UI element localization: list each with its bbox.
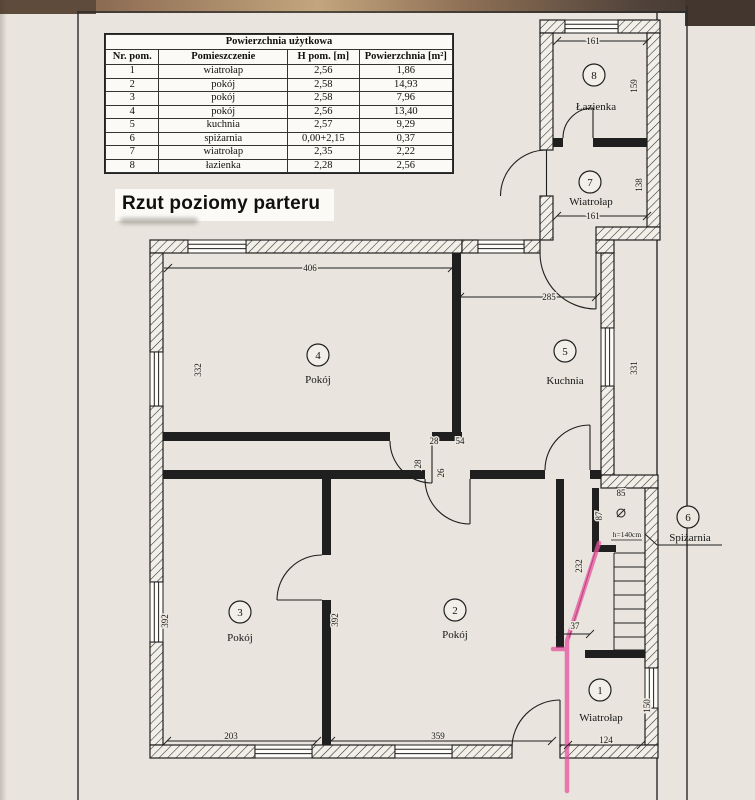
room-8-label: Łazienka: [576, 101, 616, 113]
dim-kitchen-top: 285: [542, 292, 556, 302]
dim-room4-top: 406: [303, 263, 317, 273]
cell-h: 2,56: [287, 104, 360, 119]
cell-h: 2,57: [287, 118, 360, 133]
cell-h: 2,56: [287, 64, 360, 79]
cell-nr: 2: [104, 77, 160, 92]
dim-annex-bottom: 161: [586, 211, 600, 221]
dim-pantry-top: 85: [617, 488, 627, 498]
cell-nr: 1: [104, 64, 160, 79]
cell-nr: 3: [104, 91, 160, 106]
cell-area: 0,37: [358, 131, 454, 146]
cell-room: wiatrołap: [158, 145, 289, 160]
room-5-number: 5: [562, 346, 568, 358]
highlight-route: [550, 540, 602, 794]
cell-area: 1,86: [358, 64, 454, 79]
table-title: Powierzchnia użytkowa: [105, 34, 453, 50]
dim-room3-mid: 392: [330, 613, 340, 627]
cell-area: 2,56: [358, 158, 454, 173]
room-6-label: Spiżarnia: [669, 532, 711, 544]
dim-pantry-left: 87: [594, 511, 604, 521]
room-4-number: 4: [315, 350, 321, 362]
cell-area: 9,29: [358, 118, 454, 133]
windows: [149, 19, 659, 759]
room-2-number: 2: [452, 605, 458, 617]
room-3-number: 3: [237, 607, 243, 619]
cell-nr: 4: [104, 104, 160, 119]
dim-annex-top: 161: [586, 36, 600, 46]
photo-edge-shadow: [0, 0, 7, 800]
room-8-number: 8: [591, 70, 597, 82]
room-6-number: 6: [685, 512, 691, 524]
dim-room2-right: 232: [574, 559, 584, 573]
dim-kitchen-right: 331: [629, 361, 639, 375]
cell-room: spiżarnia: [158, 131, 289, 146]
photo-corner-left: [0, 0, 96, 14]
dimension-lines: [162, 36, 652, 750]
room-markers: [228, 63, 700, 702]
cell-nr: 6: [104, 131, 160, 146]
room-5-label: Kuchnia: [546, 375, 583, 387]
area-table: Powierzchnia użytkowa Nr. pom. Pomieszcz…: [104, 33, 454, 174]
cell-area: 2,22: [358, 145, 454, 160]
room-4-label: Pokój: [305, 374, 331, 386]
cell-room: wiatrołap: [158, 64, 289, 79]
dim-room1-bottom: 124: [599, 735, 613, 745]
col-header-h: H pom. [m]: [287, 49, 360, 65]
cell-room: pokój: [158, 91, 289, 106]
dim-room1-right: 150: [642, 699, 652, 713]
cell-area: 7,96: [358, 91, 454, 106]
interior-walls: [163, 138, 647, 745]
cell-h: 2,28: [287, 158, 360, 173]
cell-h: 2,58: [287, 77, 360, 92]
cell-h: 2,35: [287, 145, 360, 160]
drawing-title: Rzut poziomy parteru: [115, 189, 335, 221]
dim-room2-bottom: 359: [431, 731, 445, 741]
cell-room: pokój: [158, 104, 289, 119]
dim-hall-w1: 28: [430, 436, 440, 446]
pantry-height-note: h=140cm: [613, 530, 642, 539]
room-7-label: Wiatrołap: [569, 196, 613, 208]
col-header-area: Powierzchnia [m²]: [358, 49, 454, 65]
cell-area: 13,40: [358, 104, 454, 119]
photo-corner-right: [685, 0, 755, 26]
cell-nr: 8: [104, 158, 160, 173]
dim-step: 37: [571, 621, 581, 631]
cell-h: 0,00+2,15: [287, 131, 360, 146]
dim-hall-w2: 54: [456, 436, 466, 446]
cell-room: pokój: [158, 77, 289, 92]
pantry-symbol: [611, 508, 722, 546]
room-1-number: 1: [597, 685, 603, 697]
title-smudge: [120, 218, 198, 224]
dim-room4-left: 332: [193, 363, 203, 377]
cell-h: 2,58: [287, 91, 360, 106]
dim-room3-bottom: 203: [224, 731, 238, 741]
room-3-label: Pokój: [227, 632, 253, 644]
dim-r7-right: 138: [634, 178, 644, 192]
cell-area: 14,93: [358, 77, 454, 92]
exterior-walls: [149, 19, 661, 759]
dim-r8-right: 159: [629, 79, 639, 93]
cell-nr: 5: [104, 118, 160, 133]
dim-room3-left: 392: [160, 614, 170, 628]
room-1-label: Wiatrołap: [579, 712, 623, 724]
dim-hall-h2: 26: [436, 468, 446, 478]
cell-room: kuchnia: [158, 118, 289, 133]
col-header-nr: Nr. pom.: [104, 49, 160, 65]
photo-paper-edge: [0, 0, 755, 13]
cell-room: łazienka: [158, 158, 289, 173]
door-swings: [276, 107, 597, 749]
dim-hall-h1: 28: [413, 459, 423, 469]
room-2-label: Pokój: [442, 629, 468, 641]
cell-nr: 7: [104, 145, 160, 160]
room-7-number: 7: [587, 177, 593, 189]
col-header-room: Pomieszczenie: [158, 49, 289, 65]
